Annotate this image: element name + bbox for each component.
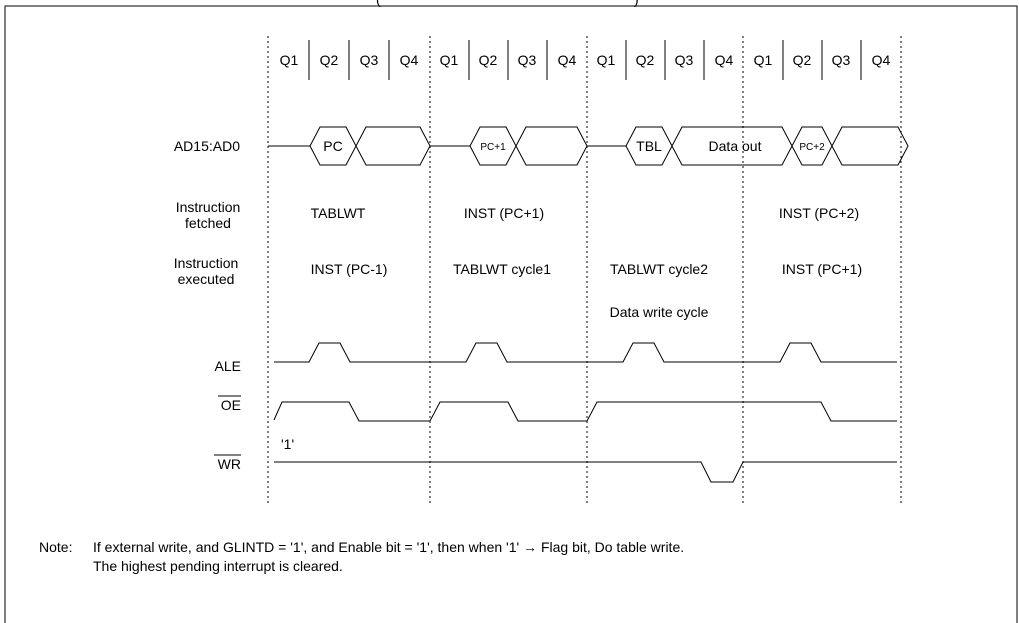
oe-waveform — [273, 401, 897, 422]
q-label: Q2 — [479, 52, 498, 68]
q-label: Q4 — [715, 52, 734, 68]
q-label: Q4 — [558, 52, 577, 68]
executed-value: INST (PC-1) — [311, 261, 388, 277]
q-label: Q3 — [832, 52, 851, 68]
q-label: Q1 — [597, 52, 616, 68]
q-label: Q2 — [793, 52, 812, 68]
bus-label-tbl: TBL — [636, 138, 662, 154]
bus-label-pc: PC — [323, 138, 342, 154]
fetched-value: TABLWT — [311, 205, 366, 221]
quarter-separators — [308, 40, 862, 80]
executed-value: TABLWT cycle2 — [610, 261, 708, 277]
title-left-paren: ( — [376, 0, 381, 7]
quarter-labels: Q1 Q2 Q3 Q4 Q1 Q2 Q3 Q4 Q1 Q2 Q3 Q4 Q1 Q… — [280, 52, 891, 68]
executed-value: INST (PC+1) — [782, 261, 862, 277]
fetched-label-1: Instruction — [176, 199, 241, 215]
bus-label-pc1: PC+1 — [480, 142, 506, 153]
q-label: Q1 — [280, 52, 299, 68]
bus-waveform: PC PC+1 TBL Data out PC+2 — [268, 126, 909, 166]
wr-signal-label: WR — [218, 456, 241, 472]
executed-label-2: executed — [178, 271, 235, 287]
oe-signal-label: OE — [221, 397, 241, 413]
cycle-boundaries — [267, 36, 902, 505]
q-label: Q4 — [400, 52, 419, 68]
q-label: Q1 — [754, 52, 773, 68]
q-label: Q3 — [360, 52, 379, 68]
executed-label-1: Instruction — [174, 255, 239, 271]
wr-one-label: '1' — [281, 436, 294, 452]
title-right-paren: ) — [634, 0, 639, 7]
bus-signal-label: AD15:AD0 — [174, 138, 240, 154]
q-label: Q3 — [518, 52, 537, 68]
q-label: Q2 — [636, 52, 655, 68]
fetched-label-2: fetched — [185, 215, 231, 231]
q-label: Q4 — [872, 52, 891, 68]
fetched-value: INST (PC+1) — [464, 205, 544, 221]
wr-waveform — [274, 461, 897, 483]
ale-waveform — [274, 342, 897, 363]
q-label: Q2 — [320, 52, 339, 68]
note-label: Note: — [39, 539, 72, 555]
q-label: Q3 — [675, 52, 694, 68]
timing-diagram: ( ) Q1 Q2 Q3 Q4 Q1 Q2 Q3 Q4 Q1 Q2 Q3 Q — [4, 0, 1018, 623]
executed-value: TABLWT cycle1 — [453, 261, 551, 277]
bus-label-data-out: Data out — [709, 138, 762, 154]
border — [4, 5, 1018, 623]
q-label: Q1 — [440, 52, 459, 68]
bus-label-pc2: PC+2 — [799, 142, 825, 153]
data-write-cycle-label: Data write cycle — [610, 304, 709, 320]
note-line-1: If external write, and GLINTD = '1', and… — [93, 539, 684, 555]
timing-diagram-frame: ( ) Q1 Q2 Q3 Q4 Q1 Q2 Q3 Q4 Q1 Q2 Q3 Q — [4, 0, 1019, 623]
note-line-2: The highest pending interrupt is cleared… — [93, 558, 343, 574]
ale-signal-label: ALE — [215, 358, 241, 374]
fetched-value: INST (PC+2) — [779, 205, 859, 221]
